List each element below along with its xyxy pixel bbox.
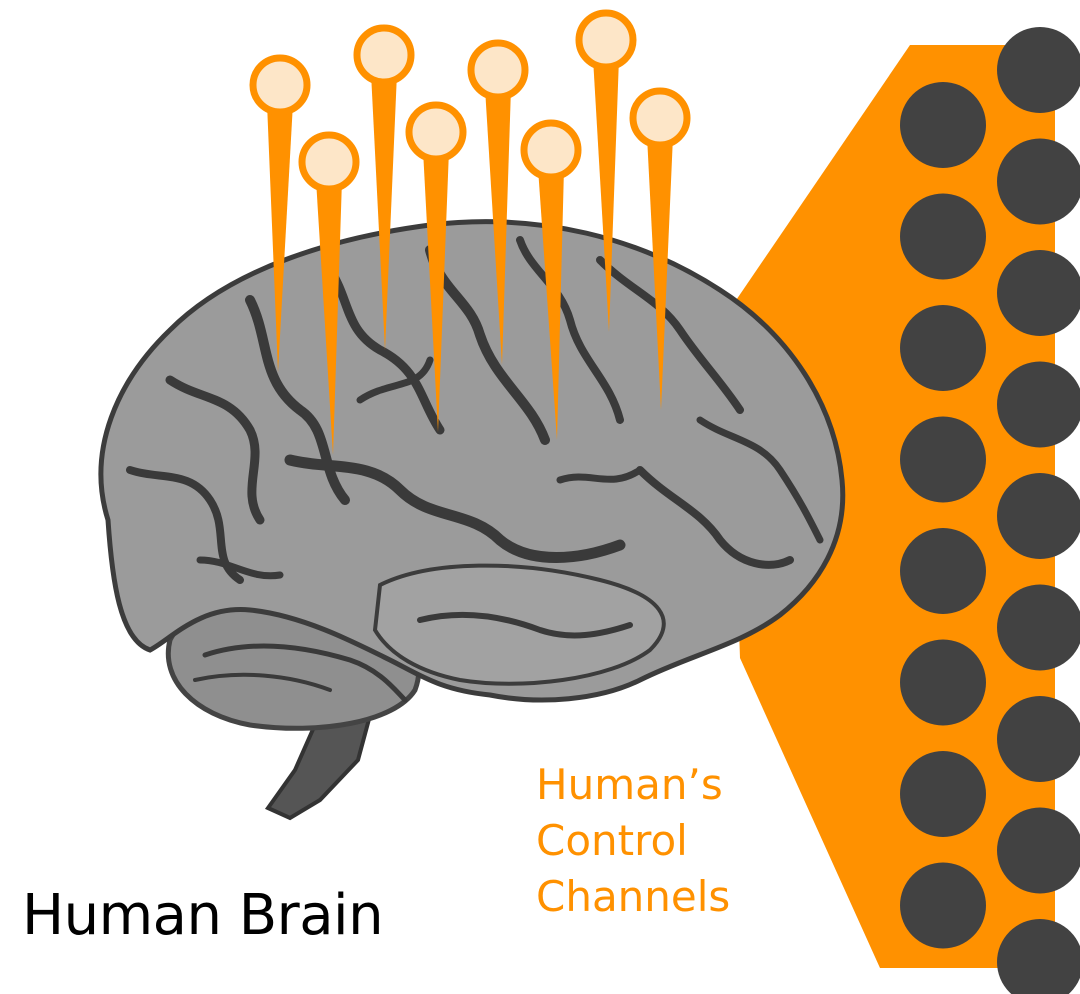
electrode-head xyxy=(579,13,633,67)
channel-dot xyxy=(900,751,986,837)
channel-dot xyxy=(900,528,986,614)
channel-dot xyxy=(900,194,986,280)
channel-dot xyxy=(997,808,1080,894)
brain-illustration xyxy=(101,222,843,818)
electrode-head xyxy=(633,91,687,145)
electrode-head xyxy=(471,43,525,97)
control-channels-label-line-3: Channels xyxy=(536,869,796,925)
channel-dot xyxy=(900,863,986,949)
brain-label: Human Brain xyxy=(22,888,383,944)
channel-dot xyxy=(997,250,1080,336)
control-channels-label-line-2: Control xyxy=(536,813,796,869)
electrode-head xyxy=(253,58,307,112)
channel-dot xyxy=(900,305,986,391)
electrode-head xyxy=(524,123,578,177)
channel-dot xyxy=(997,473,1080,559)
control-channels-label-line-1: Human’s xyxy=(536,757,796,813)
channel-dot xyxy=(900,82,986,168)
electrode-head xyxy=(357,28,411,82)
channel-dot xyxy=(900,417,986,503)
channel-dot xyxy=(997,696,1080,782)
channel-dot xyxy=(997,27,1080,113)
electrode-head xyxy=(302,135,356,189)
control-channels-label: Human’s Control Channels xyxy=(536,757,796,925)
channel-dot xyxy=(900,640,986,726)
electrode-head xyxy=(409,105,463,159)
channel-dot xyxy=(997,585,1080,671)
channel-dot xyxy=(997,139,1080,225)
channel-dot xyxy=(997,362,1080,448)
